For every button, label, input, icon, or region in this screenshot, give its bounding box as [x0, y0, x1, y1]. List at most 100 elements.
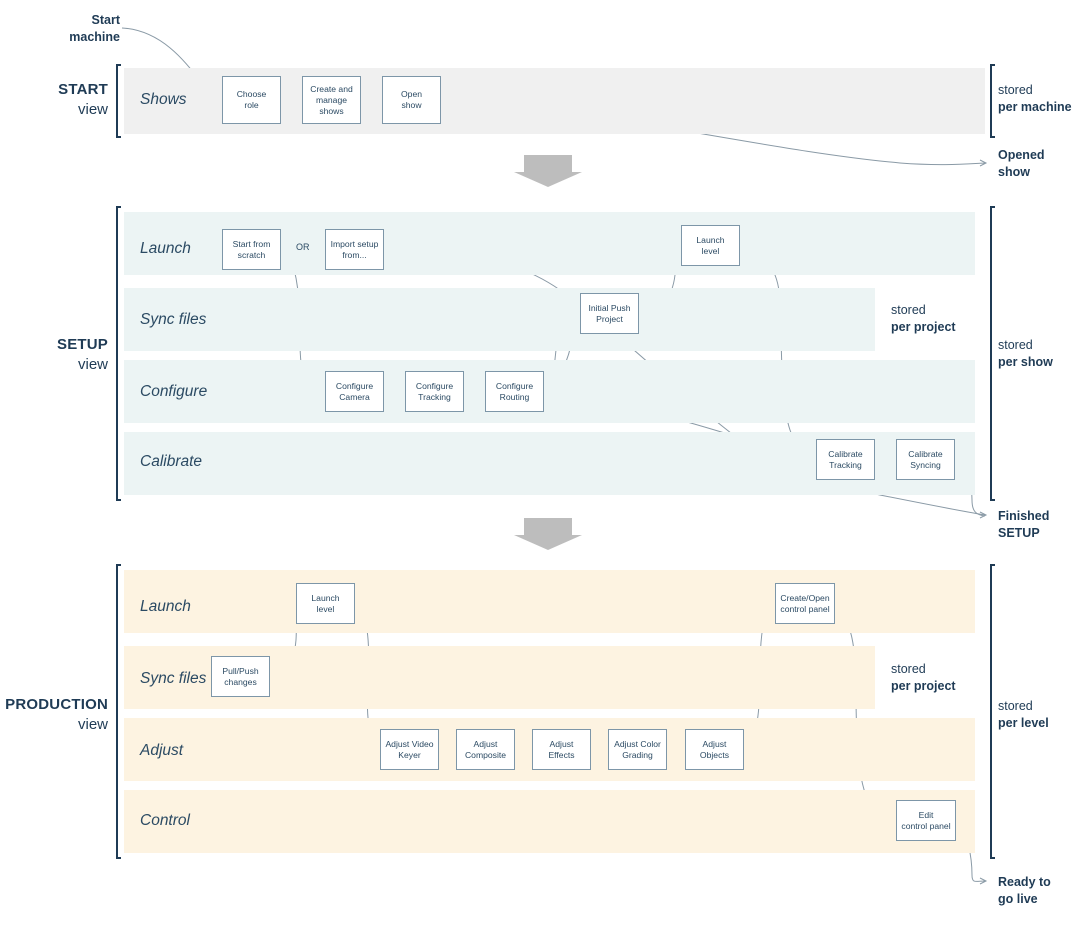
- node-adjust-effects-line2: Effects: [548, 749, 575, 760]
- node-production-launch-level-line1: Launch: [311, 592, 340, 603]
- lane-label-production-adjust: Adjust: [140, 742, 184, 759]
- node-configure-camera[interactable]: Configure Camera: [325, 371, 384, 412]
- entry-label-line1: Start: [91, 13, 120, 27]
- section-title-start-strong: START: [58, 81, 108, 98]
- node-open-show-line2: show: [401, 100, 422, 110]
- node-edit-control-panel[interactable]: Edit control panel: [896, 800, 956, 841]
- node-setup-launch-level[interactable]: Launch level: [681, 225, 740, 266]
- exit-finished-setup-line2: SETUP: [998, 526, 1040, 541]
- lane-label-production-sync-files: Sync files: [140, 670, 207, 687]
- node-initial-push-project-line1: Initial Push: [588, 302, 631, 313]
- lane-label-setup-launch: Launch: [140, 240, 191, 257]
- label-or: OR: [294, 242, 312, 252]
- node-import-setup-from[interactable]: Import setup from...: [325, 229, 384, 270]
- exit-finished-setup-line1: Finished: [998, 509, 1050, 523]
- section-title-production-strong: PRODUCTION: [5, 696, 108, 713]
- node-open-show[interactable]: Open show: [382, 76, 441, 124]
- node-create-open-control-panel[interactable]: Create/Open control panel: [775, 583, 835, 624]
- band-setup-configure: [124, 360, 975, 423]
- entry-label-line2: machine: [69, 30, 120, 45]
- section-title-production: PRODUCTION view: [0, 695, 108, 736]
- scope-annotation-production-per-project: stored per project: [891, 661, 956, 696]
- scope-setup-per-project-line2: per project: [891, 320, 956, 335]
- node-configure-tracking[interactable]: Configure Tracking: [405, 371, 464, 412]
- bracket-scope-per-show: [990, 206, 995, 501]
- node-create-manage-shows[interactable]: Create and manage shows: [302, 76, 361, 124]
- lane-label-production-control: Control: [140, 812, 190, 829]
- node-calibrate-syncing-line1: Calibrate: [908, 448, 943, 459]
- section-title-start: START view: [0, 80, 108, 121]
- node-configure-tracking-line1: Configure: [415, 380, 454, 391]
- section-title-setup-light: view: [77, 356, 108, 374]
- node-adjust-composite-line1: Adjust: [473, 738, 498, 749]
- exit-ready-go-live-line1: Ready to: [998, 875, 1051, 889]
- arrowhead-finished-setup: [979, 511, 988, 519]
- node-configure-camera-line2: Camera: [339, 391, 370, 402]
- node-adjust-composite[interactable]: Adjust Composite: [456, 729, 515, 770]
- band-production-control: [124, 790, 975, 853]
- scope-setup-per-project-line1: stored: [891, 303, 926, 317]
- lane-label-start-shows: Shows: [140, 91, 187, 108]
- section-title-start-light: view: [77, 101, 108, 119]
- node-production-launch-level-line2: level: [316, 603, 335, 614]
- node-configure-tracking-line2: Tracking: [418, 391, 451, 402]
- node-adjust-color-grading[interactable]: Adjust Color Grading: [608, 729, 667, 770]
- scope-annotation-per-machine: stored per machine: [998, 82, 1072, 117]
- scope-per-machine-line2: per machine: [998, 100, 1072, 115]
- node-start-from-scratch-line2: scratch: [237, 249, 266, 260]
- section-title-setup: SETUP view: [0, 335, 108, 376]
- scope-annotation-setup-per-project: stored per project: [891, 302, 956, 337]
- node-calibrate-syncing[interactable]: Calibrate Syncing: [896, 439, 955, 480]
- node-import-setup-from-line1: Import setup: [330, 238, 379, 249]
- scope-per-show-line1: stored: [998, 338, 1033, 352]
- node-calibrate-tracking-line2: Tracking: [829, 459, 862, 470]
- node-configure-routing[interactable]: Configure Routing: [485, 371, 544, 412]
- node-adjust-objects[interactable]: Adjust Objects: [685, 729, 744, 770]
- node-adjust-composite-line2: Composite: [464, 749, 507, 760]
- node-configure-camera-line1: Configure: [335, 380, 374, 391]
- bracket-scope-per-level: [990, 564, 995, 859]
- node-production-launch-level[interactable]: Launch level: [296, 583, 355, 624]
- wire-launch-level-to-calibrate-tracking: [739, 247, 814, 460]
- node-initial-push-project[interactable]: Initial Push Project: [580, 293, 639, 334]
- arrowhead-ready-go-live: [979, 877, 988, 885]
- node-create-open-control-panel-line2: control panel: [780, 603, 830, 614]
- lane-label-setup-sync-files: Sync files: [140, 311, 207, 328]
- node-configure-routing-line1: Configure: [495, 380, 534, 391]
- bracket-start-view: [116, 64, 121, 138]
- node-initial-push-project-line2: Project: [596, 313, 623, 324]
- scope-annotation-per-level: stored per level: [998, 698, 1049, 733]
- arrowhead-opened-show: [979, 159, 988, 167]
- wire-control-panel-to-edit-panel: [834, 606, 895, 821]
- band-setup-sync-files: [124, 288, 875, 351]
- node-adjust-color-grading-line1: Adjust Color: [614, 738, 661, 749]
- node-adjust-color-grading-line2: Grading: [622, 749, 653, 760]
- exit-opened-show-line1: Opened: [998, 148, 1045, 162]
- bracket-scope-per-machine: [990, 64, 995, 138]
- node-start-from-scratch-line1: Start from: [232, 238, 271, 249]
- scope-annotation-per-show: stored per show: [998, 337, 1053, 372]
- section-title-production-light: view: [77, 716, 108, 734]
- section-arrow-setup-to-production: [514, 518, 582, 550]
- node-adjust-effects[interactable]: Adjust Effects: [532, 729, 591, 770]
- section-title-setup-strong: SETUP: [56, 336, 108, 353]
- node-adjust-objects-line2: Objects: [699, 749, 730, 760]
- node-create-manage-shows-line3: shows: [319, 105, 344, 116]
- node-create-open-control-panel-line1: Create/Open: [780, 592, 830, 603]
- entry-label-start-machine: Start machine: [20, 12, 120, 47]
- node-choose-role[interactable]: Choose role: [222, 76, 281, 124]
- bracket-production-view: [116, 564, 121, 859]
- scope-per-show-line2: per show: [998, 355, 1053, 370]
- exit-label-finished-setup: Finished SETUP: [998, 508, 1049, 543]
- node-calibrate-tracking-line1: Calibrate: [828, 448, 863, 459]
- node-pull-push-changes[interactable]: Pull/Push changes: [211, 656, 270, 697]
- node-calibrate-tracking[interactable]: Calibrate Tracking: [816, 439, 875, 480]
- node-choose-role-line1: Choose: [236, 89, 267, 99]
- node-adjust-video-keyer[interactable]: Adjust Video Keyer: [380, 729, 439, 770]
- node-start-from-scratch[interactable]: Start from scratch: [222, 229, 281, 270]
- exit-label-opened-show: Opened show: [998, 147, 1045, 182]
- node-edit-control-panel-line1: Edit: [918, 809, 934, 820]
- scope-production-per-project-line1: stored: [891, 662, 926, 676]
- lane-label-production-launch: Launch: [140, 598, 191, 615]
